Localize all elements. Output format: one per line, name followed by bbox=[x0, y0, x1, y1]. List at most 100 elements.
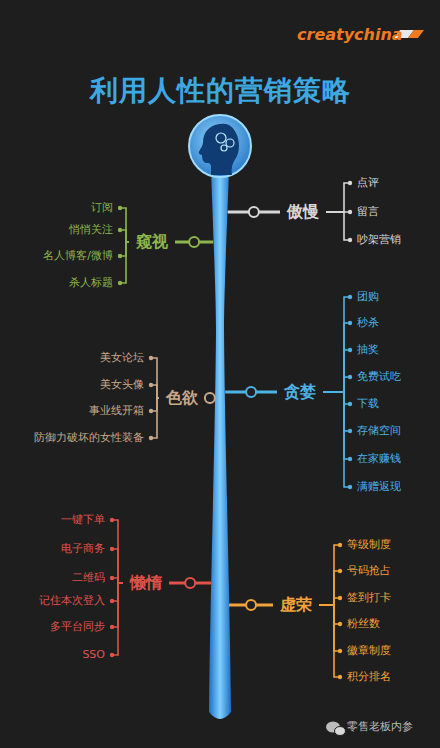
item-label: 记住本次登入 bbox=[39, 594, 105, 608]
tactic-item: 存储空间 bbox=[355, 423, 403, 439]
item-label: 在家赚钱 bbox=[357, 452, 401, 466]
bracket-dot bbox=[348, 375, 352, 379]
tactic-item: 抽奖 bbox=[355, 342, 381, 358]
item-label: 美女头像 bbox=[100, 378, 144, 392]
tactic-item: 悄悄关注 bbox=[67, 222, 115, 238]
bracket-dot bbox=[118, 254, 122, 258]
category-label: 贪婪 bbox=[284, 382, 316, 401]
item-label: 二维码 bbox=[72, 571, 105, 585]
tactic-item: 积分排名 bbox=[345, 669, 393, 685]
category-node: 傲慢 bbox=[283, 200, 323, 223]
pole bbox=[209, 170, 231, 719]
bracket-connector bbox=[151, 398, 159, 438]
item-label: 悄悄关注 bbox=[69, 223, 113, 237]
connectors bbox=[110, 181, 352, 679]
bracket-connector bbox=[319, 545, 340, 605]
tactic-item: 多平台同步 bbox=[48, 619, 107, 635]
tactic-item: 下载 bbox=[355, 396, 381, 412]
category-node: 贪婪 bbox=[280, 380, 320, 403]
item-label: 签到打卡 bbox=[347, 591, 391, 605]
bracket-dot bbox=[110, 576, 114, 580]
item-label: 等级制度 bbox=[347, 538, 391, 552]
item-label: 电子商务 bbox=[61, 542, 105, 556]
bracket-connector bbox=[151, 385, 159, 398]
bracket-connector bbox=[112, 520, 123, 583]
item-label: 号码抢占 bbox=[347, 564, 391, 578]
tactic-item: 订阅 bbox=[89, 200, 115, 216]
bracket-dot bbox=[110, 547, 114, 551]
watermark: 零售老板内参 bbox=[347, 719, 413, 734]
bracket-dot bbox=[118, 281, 122, 285]
bracket-connector bbox=[323, 377, 350, 392]
item-label: 吵架营销 bbox=[357, 233, 401, 247]
tactic-item: 二维码 bbox=[70, 570, 107, 586]
category-label: 懒惰 bbox=[130, 573, 162, 592]
bracket-dot bbox=[149, 356, 153, 360]
item-label: 秒杀 bbox=[357, 316, 379, 330]
bracket-connector bbox=[319, 598, 340, 605]
bracket-dot bbox=[338, 622, 342, 626]
tactic-item: 记住本次登入 bbox=[37, 593, 107, 609]
bracket-connector bbox=[151, 358, 159, 398]
brain-gears bbox=[216, 133, 234, 151]
bracket-connector bbox=[120, 230, 129, 242]
item-label: 杀人标题 bbox=[69, 276, 113, 290]
tactic-item: SSO bbox=[80, 647, 107, 663]
item-label: 留言 bbox=[357, 205, 379, 219]
tactic-item: 美女论坛 bbox=[98, 350, 146, 366]
category-node: 懒惰 bbox=[126, 571, 166, 594]
bracket-dot bbox=[110, 625, 114, 629]
bracket-dot bbox=[149, 409, 153, 413]
bracket-connector bbox=[323, 392, 350, 431]
item-label: 抽奖 bbox=[357, 343, 379, 357]
stem-ring bbox=[185, 578, 195, 588]
item-label: 多平台同步 bbox=[50, 620, 105, 634]
bracket-dot bbox=[348, 348, 352, 352]
bracket-connector bbox=[120, 208, 129, 242]
tactic-item: 电子商务 bbox=[59, 541, 107, 557]
bracket-dot bbox=[348, 402, 352, 406]
bracket-connector bbox=[323, 392, 350, 404]
bracket-dot bbox=[149, 436, 153, 440]
bracket-dot bbox=[348, 295, 352, 299]
tactic-item: 事业线开箱 bbox=[87, 403, 146, 419]
bracket-connector bbox=[112, 583, 123, 655]
tactic-item: 免费试吃 bbox=[355, 369, 403, 385]
bracket-connector bbox=[323, 392, 350, 459]
item-label: SSO bbox=[82, 648, 105, 662]
item-label: 团购 bbox=[357, 290, 379, 304]
category-node: 虚荣 bbox=[276, 593, 316, 616]
tactic-item: 名人博客/微博 bbox=[41, 248, 115, 264]
tactic-item: 防御力破坏的女性装备 bbox=[32, 430, 146, 446]
bracket-connector bbox=[323, 323, 350, 392]
bracket-connector bbox=[323, 350, 350, 392]
wechat-icon bbox=[326, 722, 346, 736]
bracket-connector bbox=[326, 183, 350, 212]
item-label: 美女论坛 bbox=[100, 351, 144, 365]
stems bbox=[169, 207, 280, 610]
head-silhouette bbox=[199, 124, 239, 175]
item-label: 点评 bbox=[357, 176, 379, 190]
tactic-item: 美女头像 bbox=[98, 377, 146, 393]
category-label: 虚荣 bbox=[280, 595, 312, 614]
item-label: 粉丝数 bbox=[347, 617, 380, 631]
bracket-dot bbox=[149, 383, 153, 387]
bracket-connector bbox=[323, 392, 350, 487]
tactic-item: 满赠返现 bbox=[355, 479, 403, 495]
item-label: 积分排名 bbox=[347, 670, 391, 684]
tactic-item: 秒杀 bbox=[355, 315, 381, 331]
item-label: 防御力破坏的女性装备 bbox=[34, 431, 144, 445]
item-label: 一键下单 bbox=[61, 513, 105, 527]
bracket-dot bbox=[348, 429, 352, 433]
stem-ring bbox=[205, 393, 215, 403]
bracket-connector bbox=[120, 242, 129, 256]
bracket-dot bbox=[338, 675, 342, 679]
bracket-dot bbox=[348, 210, 352, 214]
bracket-dot bbox=[348, 321, 352, 325]
bracket-dot bbox=[110, 599, 114, 603]
tactic-item: 号码抢占 bbox=[345, 563, 393, 579]
bracket-connector bbox=[319, 605, 340, 677]
category-node: 窥视 bbox=[132, 230, 172, 253]
stem-ring bbox=[249, 207, 259, 217]
item-label: 下载 bbox=[357, 397, 379, 411]
